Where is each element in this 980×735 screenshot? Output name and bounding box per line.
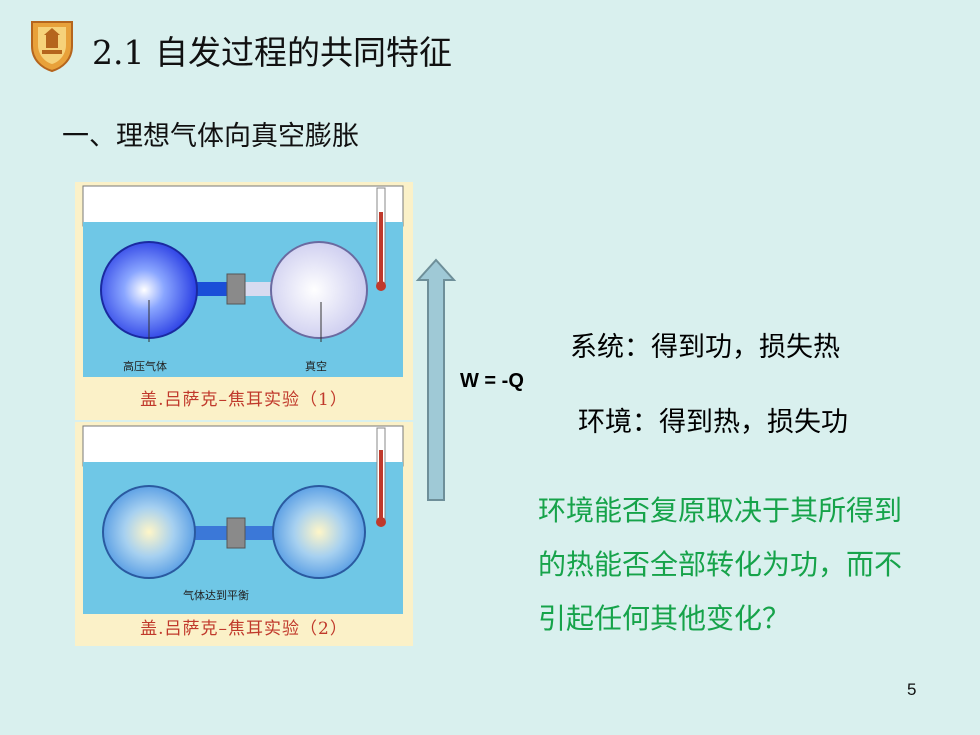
high-pressure-gas-label: 高压气体 [123, 360, 167, 373]
section-heading: 一、理想气体向真空膨胀 [62, 121, 359, 152]
slide-title: 2.1 自发过程的共同特征 [92, 33, 452, 72]
university-logo-icon [28, 18, 76, 73]
environment-statement: 环境：得到热，损失功 [578, 407, 848, 438]
experiment-figure-1: 高压气体 真空 盖.吕萨克–焦耳实验（1） [75, 182, 413, 420]
experiment-figure-2: 气体达到平衡 盖.吕萨克–焦耳实验（2） [75, 422, 413, 646]
key-question: 环境能否复原取决于其所得到的热能否全部转化为功，而不引起任何其他变化？ [538, 494, 903, 635]
work-heat-equation: W = -Q [460, 370, 524, 392]
apparatus-diagram-2 [82, 425, 404, 614]
page-number: 5 [907, 680, 917, 699]
figure-caption-2: 盖.吕萨克–焦耳实验（2） [140, 619, 348, 639]
equilibrium-label: 气体达到平衡 [183, 589, 249, 602]
up-arrow-icon [415, 258, 457, 501]
apparatus-diagram-1 [82, 185, 404, 377]
vacuum-label: 真空 [305, 360, 327, 373]
system-statement: 系统：得到功，损失热 [570, 332, 840, 363]
figure-caption-1: 盖.吕萨克–焦耳实验（1） [140, 390, 348, 410]
